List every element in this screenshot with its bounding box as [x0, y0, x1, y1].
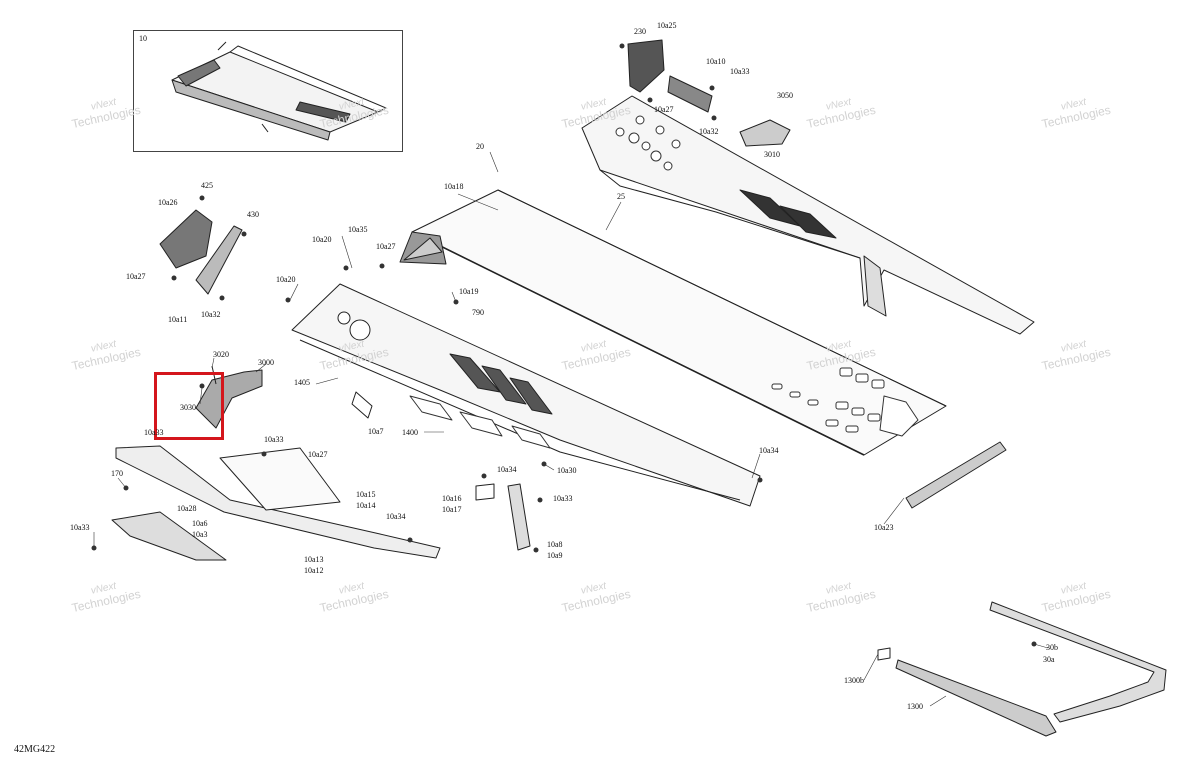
- part-callout: 10a33: [730, 67, 750, 76]
- part-callout: 10a6: [192, 519, 208, 528]
- running-board: [111, 445, 441, 561]
- part-callout: 25: [617, 192, 625, 201]
- part-callout: 10a18: [444, 182, 464, 191]
- part-callout: 10a25: [657, 21, 677, 30]
- part-callout: 10a32: [699, 127, 719, 136]
- highlighted-bracket: [195, 365, 263, 429]
- part-callout: 170: [111, 469, 123, 478]
- part-callout: 10a13: [304, 555, 324, 564]
- part-callout: 10a10: [706, 57, 726, 66]
- part-callout: 10a17: [442, 505, 462, 514]
- leader-lines: [93, 151, 1049, 707]
- part-callout: 10a3: [192, 530, 208, 539]
- part-callout: 30a: [1043, 655, 1055, 664]
- part-callout: 10a26: [158, 198, 178, 207]
- front-reinforcement-parts: [627, 39, 791, 147]
- part-callout: 10a27: [126, 272, 146, 281]
- part-callout: 10a15: [356, 490, 376, 499]
- diagram-id-label: 42MG422: [14, 744, 56, 755]
- part-callout: 1300b: [844, 676, 864, 685]
- part-callout: 10a7: [368, 427, 384, 436]
- part-callout: 10a9: [547, 551, 563, 560]
- part-callout: 10a28: [177, 504, 197, 513]
- inset-frame: [133, 30, 403, 152]
- part-callout: 20: [476, 142, 484, 151]
- tunnel-right-side-panel: [581, 95, 1035, 335]
- part-callout: 10a20: [276, 275, 296, 284]
- part-callout: 10a8: [547, 540, 563, 549]
- center-bracket: [351, 391, 531, 551]
- tunnel-left-side-panel: [291, 283, 761, 507]
- part-callout: 10a33: [70, 523, 90, 532]
- part-callout: 10a27: [308, 450, 328, 459]
- part-callout: 1400: [402, 428, 418, 437]
- part-callout: 10a33: [264, 435, 284, 444]
- part-callout: 1300: [907, 702, 923, 711]
- part-callout: 3030: [180, 403, 196, 412]
- part-callout: 10a19: [459, 287, 479, 296]
- part-callout: 10a35: [348, 225, 368, 234]
- part-callout: 10a33: [144, 428, 164, 437]
- part-callout: 10a23: [874, 523, 894, 532]
- part-callout: 10a34: [386, 512, 406, 521]
- part-callout: 430: [247, 210, 259, 219]
- highlight-box: [154, 372, 224, 440]
- part-callout: 10a27: [654, 105, 674, 114]
- part-callout: 10a12: [304, 566, 324, 575]
- part-callout: 10a30: [557, 466, 577, 475]
- tunnel-top-panel: [399, 189, 947, 456]
- part-callout: 425: [201, 181, 213, 190]
- part-callout: 10a34: [759, 446, 779, 455]
- part-callout: 10a20: [312, 235, 332, 244]
- part-callout: 10a32: [201, 310, 221, 319]
- part-callout: 10a11: [168, 315, 188, 324]
- rear-bracket: [905, 441, 1007, 509]
- part-callout: 10a16: [442, 494, 462, 503]
- part-callout: 3010: [764, 150, 780, 159]
- part-callout: 3000: [258, 358, 274, 367]
- part-callout: 790: [472, 308, 484, 317]
- inset-tunnel-assembly: [171, 41, 387, 141]
- part-callout: 10a33: [553, 494, 573, 503]
- part-callout: 10a27: [376, 242, 396, 251]
- part-callout: 230: [634, 27, 646, 36]
- rear-bumper: [877, 601, 1167, 737]
- part-callout: 10a34: [497, 465, 517, 474]
- left-front-brackets: [159, 209, 243, 295]
- part-callout: 10: [139, 34, 147, 43]
- part-callout: 1405: [294, 378, 310, 387]
- part-callout: 30b: [1046, 643, 1058, 652]
- part-callout: 3050: [777, 91, 793, 100]
- fasteners: [91, 43, 1037, 647]
- part-callout: 3020: [213, 350, 229, 359]
- part-callout: 10a14: [356, 501, 376, 510]
